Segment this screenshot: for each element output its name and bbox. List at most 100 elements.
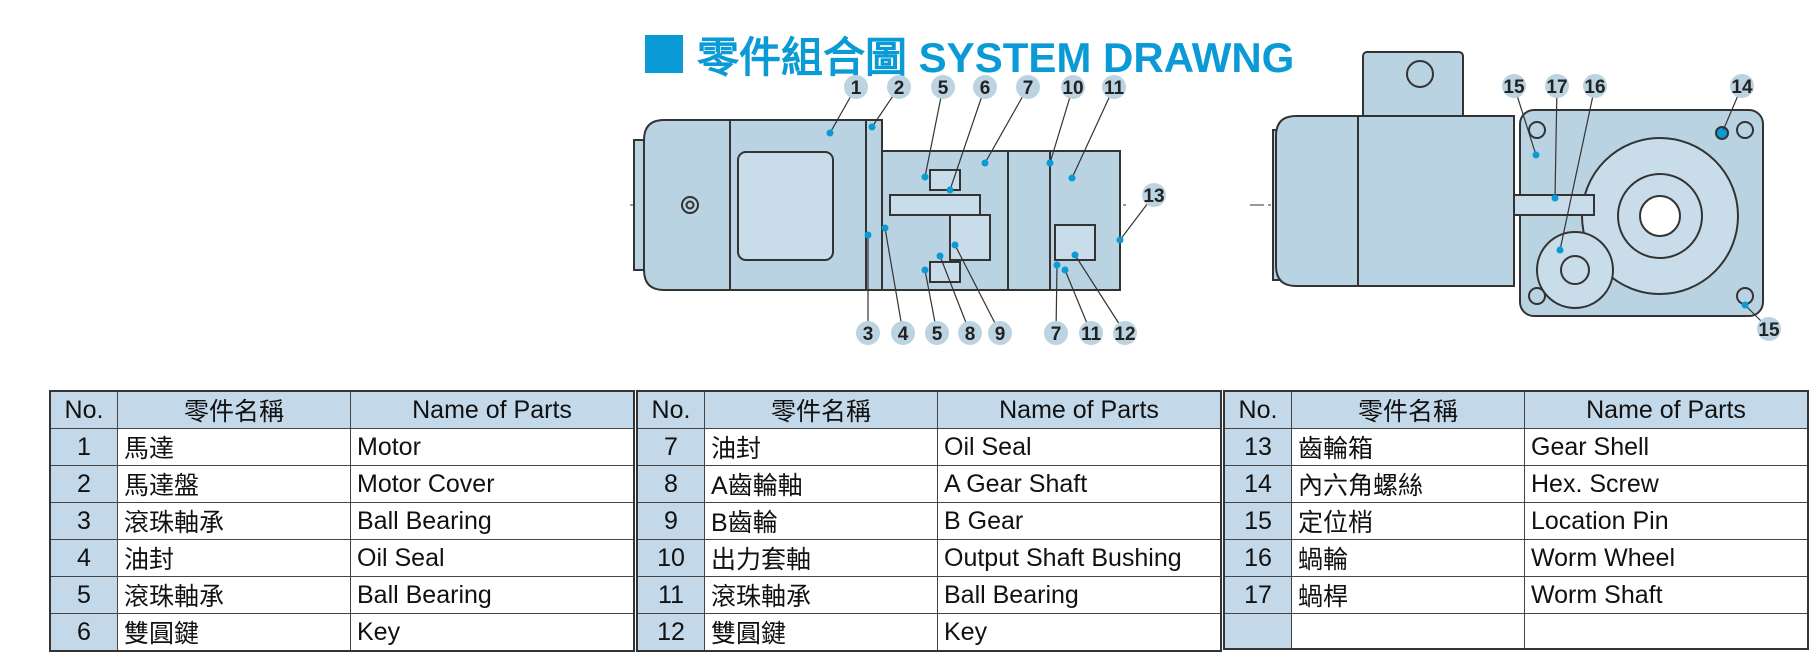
balloon-label: 8	[965, 324, 976, 345]
cell-cn: 雙圓鍵	[704, 613, 938, 652]
cell-en: Oil Seal	[937, 428, 1222, 466]
balloon-label: 9	[995, 324, 1006, 345]
balloon-label: 5	[932, 324, 943, 345]
cell-cn: B齒輪	[704, 502, 938, 540]
cell-en: Ball Bearing	[350, 502, 635, 540]
part-balloon: 6	[946, 75, 997, 194]
part-balloon: 10	[1046, 75, 1085, 167]
part-balloon: 7	[981, 75, 1040, 167]
balloon-label: 10	[1062, 78, 1083, 99]
balloon-label: 13	[1143, 186, 1164, 207]
cell-en: A Gear Shaft	[937, 465, 1222, 503]
part-balloon: 15	[1502, 74, 1540, 159]
balloon-label: 12	[1114, 324, 1135, 345]
cell-cn: 內六角螺絲	[1291, 465, 1525, 503]
cell-cn: 齒輪箱	[1291, 428, 1525, 466]
cell-en: Motor Cover	[350, 465, 635, 503]
balloon-label: 6	[980, 78, 991, 99]
part-balloon: 2	[868, 75, 911, 131]
cell-cn: 雙圓鍵	[117, 613, 351, 652]
cell-cn: 滾珠軸承	[117, 576, 351, 614]
balloon-label: 2	[894, 78, 905, 99]
balloon-label: 5	[938, 78, 949, 99]
cell-no: 13	[1223, 428, 1292, 466]
balloon-label: 15	[1503, 77, 1525, 98]
cell-en: Key	[937, 613, 1222, 652]
balloon-label: 4	[898, 324, 909, 345]
cell-no: 1	[49, 428, 118, 466]
title-square-icon	[645, 35, 683, 73]
part-balloon: 11	[1068, 75, 1126, 182]
cell-no: 12	[636, 613, 705, 652]
cell-no: 8	[636, 465, 705, 503]
cell-cn: A齒輪軸	[704, 465, 938, 503]
left-drawing	[630, 119, 1130, 291]
cell-no: 5	[49, 576, 118, 614]
cell-cn: 滾珠軸承	[117, 502, 351, 540]
cell-en: Location Pin	[1524, 502, 1809, 540]
gear-housing	[881, 150, 1121, 291]
cell-cn: 馬達盤	[117, 465, 351, 503]
cell-en: Gear Shell	[1524, 428, 1809, 466]
cell-en: Oil Seal	[350, 539, 635, 577]
cell-no: 16	[1223, 539, 1292, 577]
part-balloon: 5	[921, 266, 949, 345]
header-en: Name of Parts	[1524, 390, 1809, 429]
balloon-label: 16	[1584, 77, 1605, 98]
cell-en: Hex. Screw	[1524, 465, 1809, 503]
part-balloon: 9	[951, 241, 1012, 345]
balloon-label: 11	[1081, 324, 1102, 345]
cell-no: 7	[636, 428, 705, 466]
cell-en	[1524, 613, 1809, 650]
table-row	[1223, 613, 1809, 650]
cell-cn: 蝸輪	[1291, 539, 1525, 577]
part-balloon: 7	[1044, 261, 1068, 345]
balloon-label: 11	[1104, 78, 1125, 99]
header-en: Name of Parts	[350, 390, 635, 429]
cell-en: Motor	[350, 428, 635, 466]
part-balloon: 4	[881, 224, 915, 345]
header-no: No.	[636, 390, 705, 429]
right-drawing	[1250, 51, 1764, 317]
cell-no: 17	[1223, 576, 1292, 614]
cell-cn: 滾珠軸承	[704, 576, 938, 614]
balloon-label: 7	[1023, 78, 1034, 99]
cell-en: Worm Wheel	[1524, 539, 1809, 577]
header-en: Name of Parts	[937, 390, 1222, 429]
part-balloon: 8	[936, 252, 982, 345]
cell-no: 9	[636, 502, 705, 540]
part-balloon: 3	[856, 231, 880, 345]
part-balloon: 15	[1741, 301, 1781, 341]
cell-en: Worm Shaft	[1524, 576, 1809, 614]
part-balloon: 1	[826, 75, 868, 137]
motor-window	[737, 151, 834, 261]
header-cn: 零件名稱	[1291, 390, 1525, 429]
gear-shaft	[889, 194, 981, 216]
page-title: 零件組合圖 SYSTEM DRAWNG	[645, 30, 1294, 81]
cell-no: 15	[1223, 502, 1292, 540]
part-balloon: 13	[1116, 183, 1166, 244]
part-balloon: 14	[1718, 74, 1754, 137]
cell-cn: 出力套軸	[704, 539, 938, 577]
part-balloon: 16	[1556, 74, 1607, 254]
motor-end-cap	[633, 139, 645, 271]
cell-no: 4	[49, 539, 118, 577]
cell-cn: 油封	[704, 428, 938, 466]
cell-en: B Gear	[937, 502, 1222, 540]
balloon-label: 7	[1051, 324, 1062, 345]
